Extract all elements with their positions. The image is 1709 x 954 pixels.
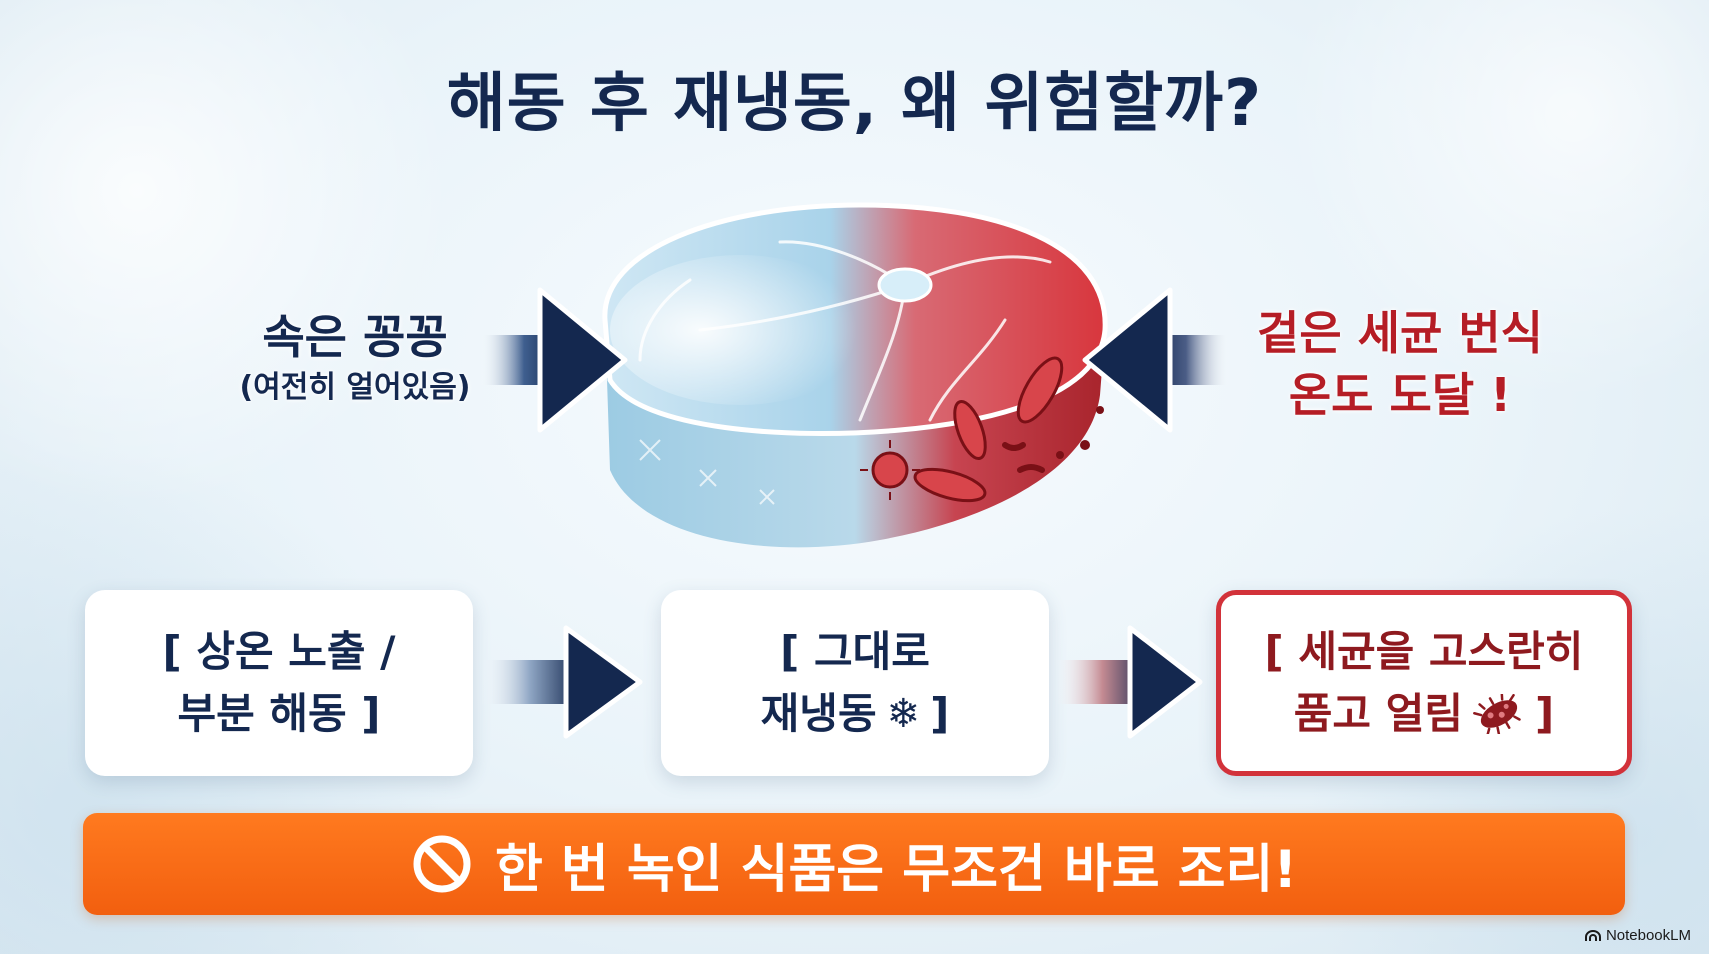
step3-line2: 품고 얼림 [1293, 689, 1463, 738]
brand-name: NotebookLM [1605, 927, 1691, 944]
step1-line1: [ 상온 노출 / [162, 627, 396, 676]
snowflake-icon: ❄ [886, 691, 921, 737]
step3-line2-wrap: 품고 얼림 ] [1294, 683, 1554, 745]
step2-line2: 재냉동 [760, 689, 877, 738]
step2-bracket: ] [930, 689, 950, 738]
inside-frozen-main: 속은 꽁꽁 [262, 310, 448, 364]
step-frozen-with-bacteria: [ 세균을 고스란히 품고 얼림 ] [1216, 590, 1632, 776]
arrow-right-in [480, 287, 628, 433]
flow-arrow-1 [480, 625, 643, 739]
inside-frozen-label: 속은 꽁꽁 (여전히 얼어있음) [195, 308, 515, 410]
inside-frozen-sub: (여전히 얼어있음) [239, 370, 471, 405]
warning-banner: 한 번 녹인 식품은 무조건 바로 조리! [83, 813, 1625, 915]
step3-line1: [ 세균을 고스란히 [1264, 627, 1584, 676]
warning-text: 한 번 녹인 식품은 무조건 바로 조리! [494, 839, 1298, 900]
step1-line2: 부분 해동 ] [177, 689, 381, 738]
step3-bracket: ] [1534, 689, 1555, 738]
flow-arrow-2 [1055, 625, 1203, 739]
notebooklm-logo-icon [1584, 929, 1601, 941]
step2-line2-wrap: 재냉동 ❄ ] [761, 683, 950, 745]
brand-watermark: NotebookLM [1584, 927, 1691, 944]
outside-bacteria-label: 겉은 세균 번식 온도 도달 ! [1210, 302, 1590, 426]
page-title: 해동 후 재냉동, 왜 위험할까? [446, 67, 1263, 141]
step2-line1: [ 그대로 [780, 627, 930, 676]
bacteria-icon [1473, 694, 1521, 734]
step-room-temp-exposure: [ 상온 노출 / 부분 해동 ] [85, 590, 473, 776]
outside-bacteria-line2: 온도 도달 ! [1288, 368, 1512, 422]
step-refreeze: [ 그대로 재냉동 ❄ ] [661, 590, 1049, 776]
outside-bacteria-line1: 겉은 세균 번식 [1257, 306, 1543, 360]
bacteria-cluster [860, 356, 1104, 503]
no-sign-icon [413, 835, 471, 893]
arrow-left-in [1082, 287, 1230, 433]
